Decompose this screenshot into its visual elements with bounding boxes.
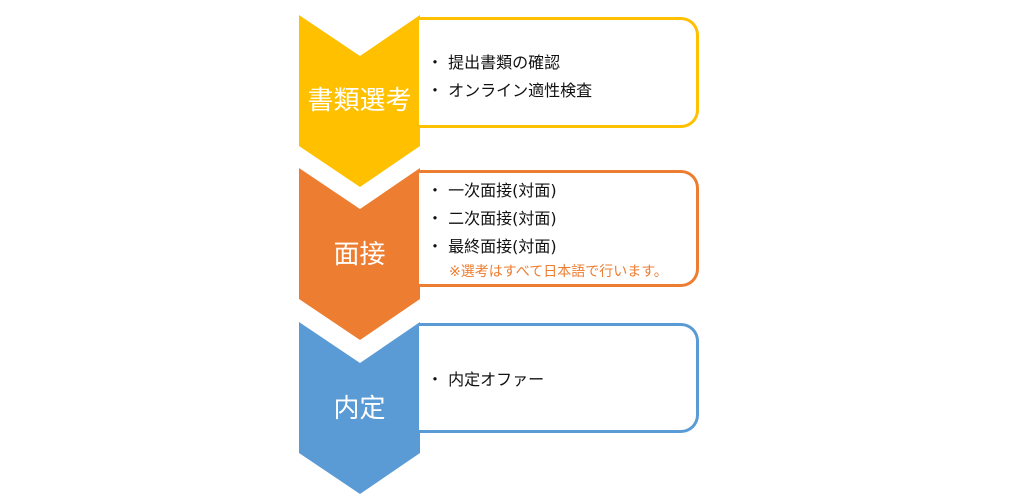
list-item: ・ 内定オファー xyxy=(427,370,545,389)
stage-1-details: ・ 提出書類の確認 ・ オンライン適性検査 xyxy=(419,17,699,128)
stage-2-details: ・ 一次面接(対面) ・ 二次面接(対面) ・ 最終面接(対面) ※選考はすべて… xyxy=(419,170,699,287)
stage-label-interview: 面接 xyxy=(333,240,386,270)
chevron-stage-2 xyxy=(299,168,420,340)
list-item: ・ 提出書類の確認 xyxy=(427,53,561,72)
stage-label-document-screening: 書類選考 xyxy=(307,86,412,116)
list-item: ・ 二次面接(対面) xyxy=(427,209,557,228)
list-item: ・ 一次面接(対面) xyxy=(427,181,557,200)
list-item: ・ オンライン適性検査 xyxy=(427,81,593,100)
list-item: ・ 最終面接(対面) xyxy=(427,237,557,256)
chevron-stage-1 xyxy=(299,15,420,187)
chevron-stage-3 xyxy=(299,322,420,494)
stage-3-details: ・ 内定オファー xyxy=(419,323,699,433)
stage-label-offer: 内定 xyxy=(333,394,386,424)
language-note: ※選考はすべて日本語で行います。 xyxy=(449,264,668,280)
